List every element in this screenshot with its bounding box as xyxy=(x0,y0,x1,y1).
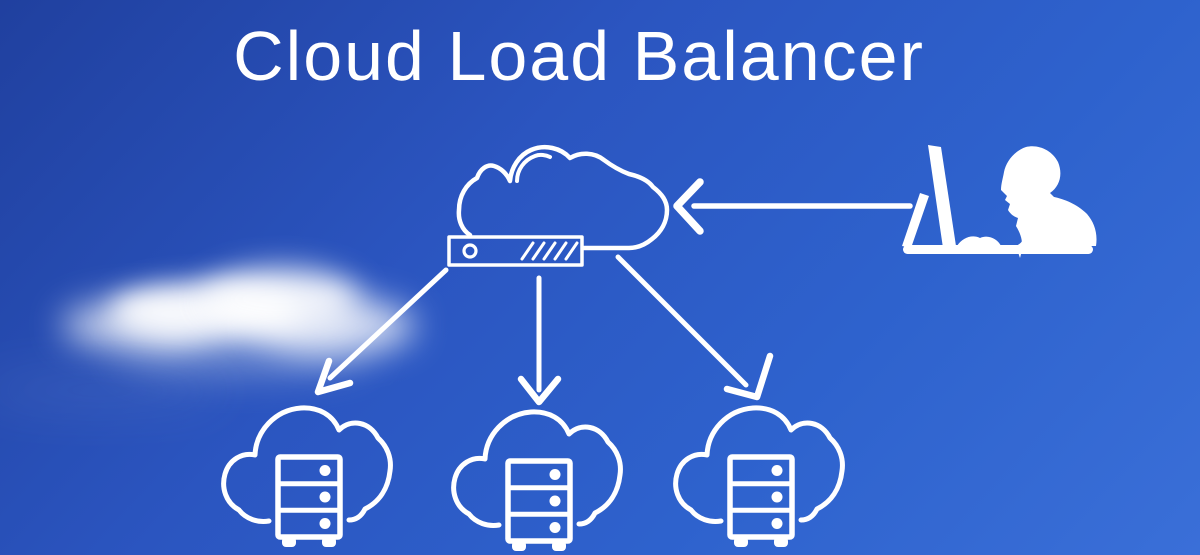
cloud-server-node-1 xyxy=(224,408,391,547)
desk-icon xyxy=(903,245,1093,254)
monitor-stand-icon xyxy=(902,193,929,248)
page-title: Cloud Load Balancer xyxy=(233,17,925,95)
cloud-server-node-2 xyxy=(454,412,621,551)
hand-icon xyxy=(957,236,1001,246)
load-balancer-appliance-icon xyxy=(447,235,584,267)
arrow-balancer-to-server-1 xyxy=(314,267,449,396)
cloud-load-balancer-icon xyxy=(447,145,670,267)
arrow-user-to-balancer xyxy=(673,178,913,235)
arrow-balancer-to-server-3 xyxy=(615,254,774,401)
arrow-balancer-to-server-2 xyxy=(517,275,562,406)
person-at-computer-icon xyxy=(902,145,1097,258)
cloud-server-node-3 xyxy=(676,408,843,547)
monitor-icon xyxy=(928,145,956,248)
cloud-inner-curl xyxy=(515,152,552,183)
person-torso xyxy=(1016,197,1096,246)
